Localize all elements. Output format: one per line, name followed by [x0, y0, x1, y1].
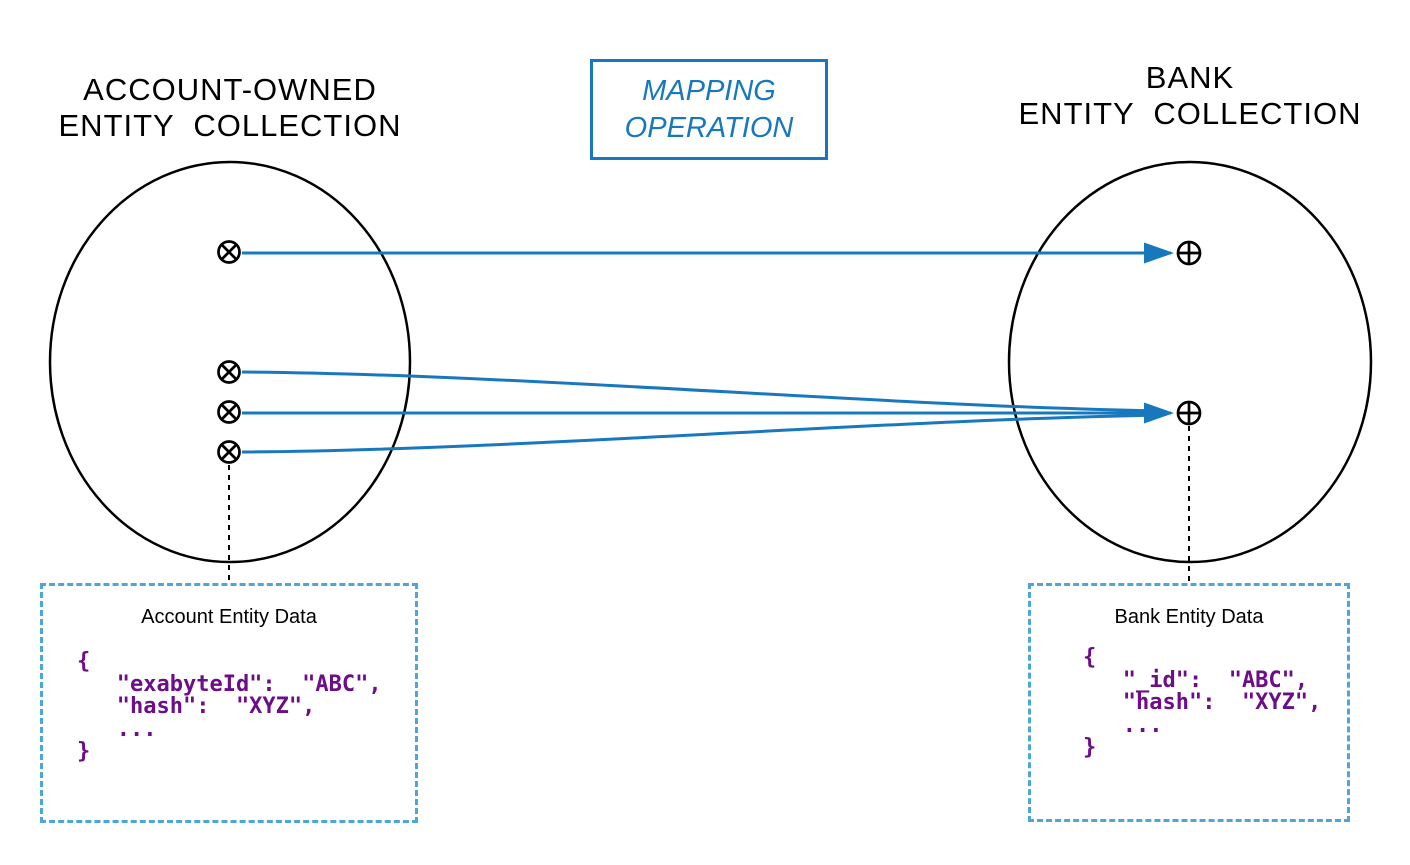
bank-entity-data-box: Bank Entity Data { "_id": "ABC", "hash":… — [1028, 583, 1350, 822]
bank-collection-title: BANK ENTITY COLLECTION — [990, 60, 1390, 132]
circled-times-icon — [217, 360, 241, 384]
code-line: { — [77, 649, 91, 674]
code-line: } — [1083, 735, 1097, 760]
bank-entity-data-box-title: Bank Entity Data — [1114, 606, 1264, 628]
bank-entity-json-code: { "_id": "ABC", "hash": "XYZ", ...} — [1083, 645, 1347, 760]
account-entity-data-box: Account Entity Data { "exabyteId": "ABC"… — [40, 583, 418, 823]
code-line: "_id": "ABC", — [1083, 667, 1309, 693]
account-collection-ellipse — [48, 160, 412, 564]
code-line: "hash": "XYZ", — [1083, 690, 1322, 715]
account-entity-json-code: { "exabyteId": "ABC", "hash": "XYZ", ...… — [77, 649, 415, 764]
code-line: "hash": "XYZ", — [77, 694, 316, 719]
code-line: "exabyteId": "ABC", — [77, 671, 382, 697]
circled-times-icon — [217, 240, 241, 264]
code-line: ... — [1083, 712, 1163, 738]
circled-plus-icon — [1176, 240, 1202, 266]
code-line: ... — [77, 716, 157, 742]
account-entity-data-box-title: Account Entity Data — [141, 606, 317, 628]
account-collection-title-line2: ENTITY COLLECTION — [58, 108, 402, 143]
mapping-operation-box: MAPPING OPERATION — [590, 59, 828, 160]
code-line: } — [77, 739, 91, 764]
mapping-operation-label-line1: MAPPING — [642, 75, 776, 107]
code-line: { — [1083, 645, 1097, 670]
circled-times-icon — [217, 400, 241, 424]
account-collection-title: ACCOUNT-OWNED ENTITY COLLECTION — [30, 72, 430, 144]
mapping-arrow-bottom-converging — [241, 413, 1163, 454]
circled-times-icon — [217, 440, 241, 464]
account-collection-title-line1: ACCOUNT-OWNED — [83, 72, 377, 107]
bank-collection-title-line1: BANK — [1145, 60, 1235, 95]
bank-collection-title-line2: ENTITY COLLECTION — [1018, 96, 1362, 131]
mapping-operation-label-line2: OPERATION — [624, 112, 794, 144]
mapping-arrow-top-converging — [241, 370, 1163, 413]
circled-plus-icon — [1176, 400, 1202, 426]
bank-collection-ellipse — [1007, 160, 1373, 564]
